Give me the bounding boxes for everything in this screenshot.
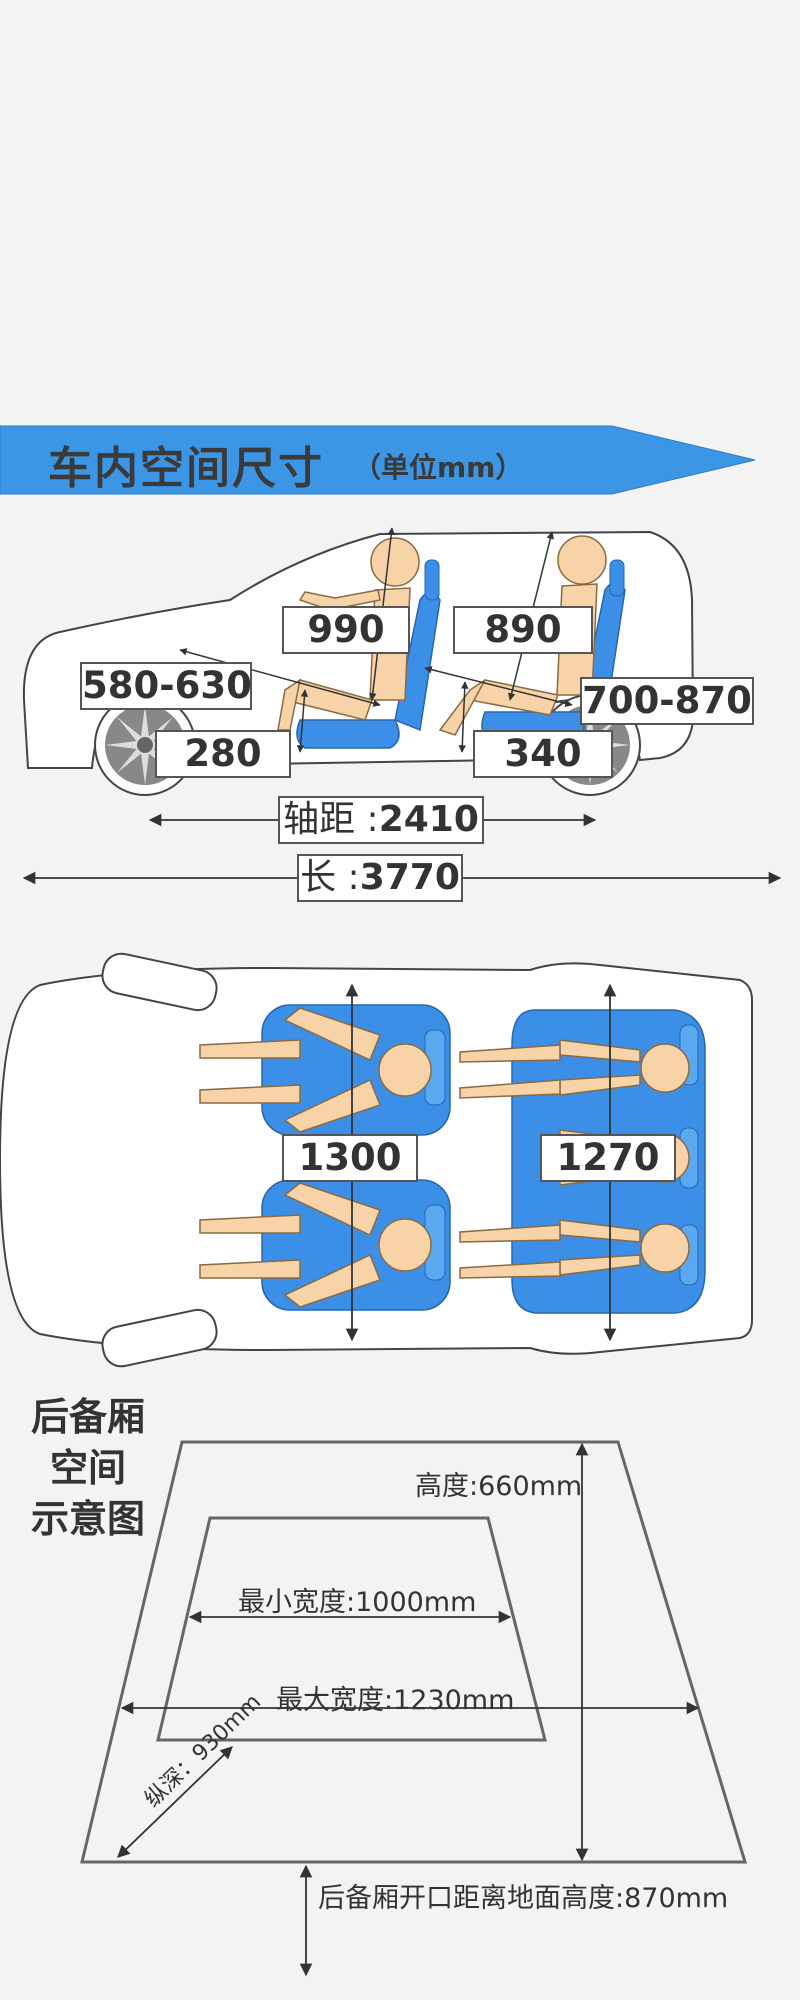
trunk-title-line-1: 后备厢 xyxy=(30,1395,145,1439)
trunk-title-line-3: 示意图 xyxy=(30,1497,145,1541)
front-seat-height-label: 280 xyxy=(155,730,291,778)
rear-headroom-label: 890 xyxy=(453,606,593,654)
front-legroom-arrow xyxy=(179,648,381,707)
trunk-inner-outline xyxy=(156,1516,547,1742)
right-mirror xyxy=(101,1308,218,1368)
front-seat xyxy=(296,559,441,749)
rear-shoulder-width-label: 1270 xyxy=(540,1134,676,1182)
trunk-max-width-label: 最大宽度:1230mm xyxy=(276,1685,515,1716)
front-seat-height-arrow xyxy=(296,689,309,753)
depth-arrow xyxy=(117,1746,233,1858)
length-caption: 长 : xyxy=(300,857,360,898)
left-mirror xyxy=(101,952,218,1012)
wheelbase-label: 轴距 :2410 xyxy=(278,796,484,844)
length-value: 3770 xyxy=(359,857,460,898)
front-shoulder-width-label: 1300 xyxy=(282,1134,418,1182)
rear-seat-height-label: 340 xyxy=(473,730,613,778)
wheelbase-caption: 轴距 : xyxy=(283,799,379,840)
trunk-diagram xyxy=(80,1440,748,1977)
trunk-height-label: 高度:660mm xyxy=(415,1471,583,1502)
rear-seat-height-arrow xyxy=(458,681,469,753)
banner-title: 车内空间尺寸 xyxy=(48,443,324,494)
banner-unit: （单位mm） xyxy=(353,451,524,484)
title-banner xyxy=(0,425,756,495)
trunk-min-width-label: 最小宽度:1000mm xyxy=(238,1587,477,1618)
wheelbase-value: 2410 xyxy=(378,799,479,840)
top-view xyxy=(0,952,753,1368)
front-headroom-label: 990 xyxy=(282,606,410,654)
trunk-sill-height-label: 后备厢开口距离地面高度:870mm xyxy=(318,1883,729,1914)
front-legroom-label: 580-630 xyxy=(80,662,252,710)
rear-legroom-label: 700-870 xyxy=(580,677,754,725)
trunk-title-line-2: 空间 xyxy=(49,1446,126,1490)
rear-legroom-arrow xyxy=(424,666,573,707)
trunk-outer-outline xyxy=(80,1440,748,1864)
length-label: 长 :3770 xyxy=(297,854,463,902)
